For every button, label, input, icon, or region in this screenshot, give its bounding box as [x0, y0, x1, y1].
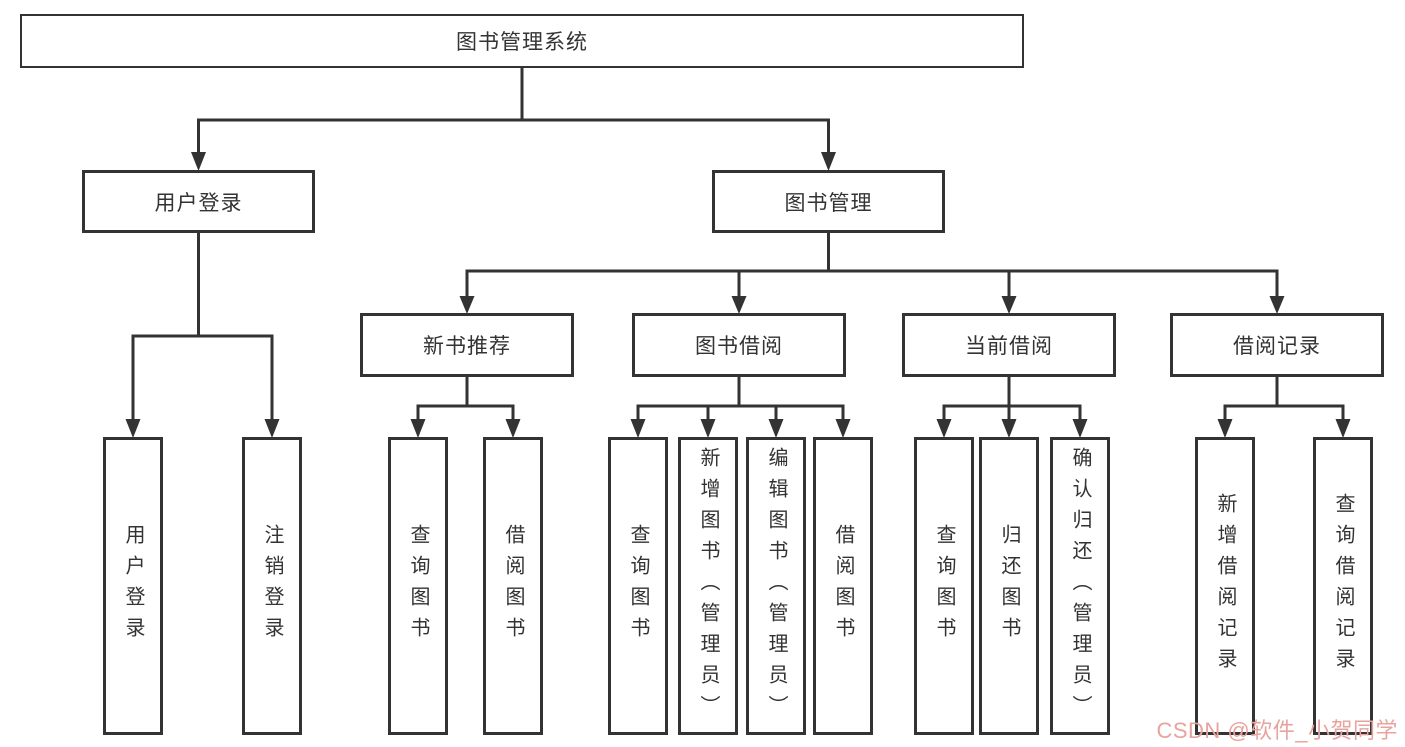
node-book-management: 图书管理 — [712, 170, 945, 233]
leaf-recommend-borrow-books: 借阅图书 — [483, 437, 543, 735]
leaf-label: 查询图书 — [933, 524, 955, 648]
leaf-label: 注销登录 — [261, 524, 283, 648]
node-root: 图书管理系统 — [20, 14, 1024, 68]
node-borrow-records: 借阅记录 — [1170, 313, 1384, 377]
leaf-label: 新增借阅记录 — [1214, 493, 1236, 679]
leaf-label: 借阅图书 — [502, 524, 524, 648]
leaf-current-query-books: 查询图书 — [914, 437, 974, 735]
connector-borrow-records-branch — [1217, 377, 1351, 438]
leaf-label: 查询图书 — [627, 524, 649, 648]
leaf-label: 编辑图书（管理员） — [765, 446, 787, 726]
watermark-text: CSDN @软件_小贺同学 — [1156, 718, 1398, 743]
connector-book-management-branch — [459, 233, 1285, 314]
connector-new-book-recommend-branch — [410, 377, 521, 438]
node-new-book-recommend: 新书推荐 — [360, 313, 574, 377]
leaf-label: 新增图书（管理员） — [697, 446, 719, 726]
connector-user-login-branch — [125, 233, 280, 438]
leaf-borrow-add-books-admin: 新增图书（管理员） — [678, 437, 738, 735]
node-user-login: 用户登录 — [82, 170, 315, 233]
leaf-logout: 注销登录 — [242, 437, 302, 735]
leaf-records-add-record: 新增借阅记录 — [1195, 437, 1255, 735]
leaf-current-confirm-return-admin: 确认归还（管理员） — [1050, 437, 1110, 735]
leaf-borrow-edit-books-admin: 编辑图书（管理员） — [746, 437, 806, 735]
node-book-borrow: 图书借阅 — [632, 313, 846, 377]
leaf-borrow-borrow-books: 借阅图书 — [813, 437, 873, 735]
node-current-borrow: 当前借阅 — [902, 313, 1116, 377]
leaf-borrow-query-books: 查询图书 — [608, 437, 668, 735]
leaf-current-return-books: 归还图书 — [979, 437, 1039, 735]
leaf-records-query-record: 查询借阅记录 — [1313, 437, 1373, 735]
leaf-label: 查询图书 — [407, 524, 429, 648]
leaf-label: 归还图书 — [998, 524, 1020, 648]
leaf-label: 查询借阅记录 — [1332, 493, 1354, 679]
leaf-user-login: 用户登录 — [103, 437, 163, 735]
connector-current-borrow-branch — [936, 377, 1088, 438]
leaf-recommend-query-books: 查询图书 — [388, 437, 448, 735]
leaf-label: 用户登录 — [122, 524, 144, 648]
leaf-label: 确认归还（管理员） — [1069, 446, 1091, 726]
leaf-label: 借阅图书 — [832, 524, 854, 648]
connector-root-to-level1 — [191, 68, 836, 171]
connector-book-borrow-branch — [630, 377, 851, 438]
